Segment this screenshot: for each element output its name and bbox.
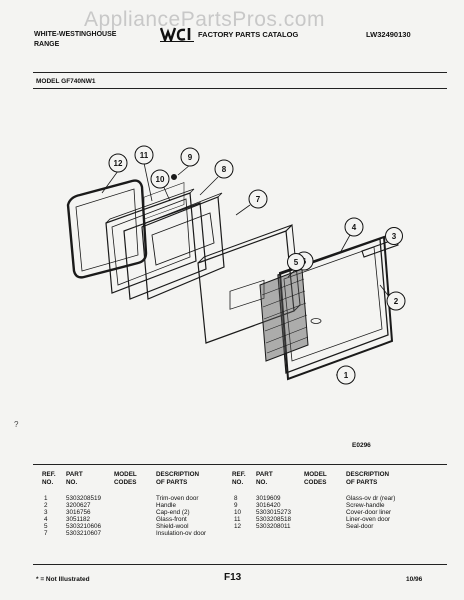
callout-label: 10: [156, 175, 165, 184]
table-cell-ref: 1: [44, 495, 48, 502]
model-rule: [33, 88, 447, 89]
model-number: MODEL GF740NW1: [36, 78, 96, 85]
exploded-door-diagram: 12 11 9 10 8 7 6 4 2 1: [66, 145, 406, 385]
table-cell-desc: Insulation-ov door: [156, 530, 207, 537]
table-cell-ref: 8: [234, 495, 238, 502]
callout-label: 11: [140, 151, 149, 160]
table-cell-part: 3019609: [256, 495, 281, 502]
page-number: F13: [224, 572, 242, 583]
model-header: MODEL CODES: [114, 471, 137, 486]
callout-10: 10: [150, 169, 170, 189]
wci-logo-icon: [159, 26, 194, 47]
watermark: AppliancePartsPros.com: [84, 8, 325, 31]
part-header: PART NO.: [66, 471, 83, 486]
callout-9: 9: [180, 147, 200, 167]
callout-label: 2: [394, 297, 399, 306]
callout-12: 12: [108, 153, 128, 173]
table-cell-part: 3200627: [66, 502, 91, 509]
table-cell-part: 5303015273: [256, 509, 292, 516]
table-cell-desc: Liner-oven door: [346, 516, 391, 523]
table-top-rule: [33, 464, 447, 465]
table-cell-desc: Trim-oven door: [156, 495, 199, 502]
footnote: * = Not Illustrated: [36, 576, 90, 583]
callout-2: 2: [386, 291, 406, 311]
table-cell-desc: Handle: [156, 502, 176, 509]
table-cell-ref: 3: [44, 509, 48, 516]
callout-label: 1: [344, 371, 349, 380]
table-cell-ref: 9: [234, 502, 238, 509]
revision-date: 10/96: [406, 576, 423, 583]
trim-frame-part: [278, 235, 394, 381]
table-cell-desc: Cap-end (2): [156, 509, 190, 516]
callout-3-overlay: 3: [385, 227, 403, 245]
cover-liner-part: [123, 202, 207, 300]
callout-label: 8: [222, 165, 227, 174]
wool-shield-part: [259, 268, 309, 362]
brand-block: WHITE-WESTINGHOUSE RANGE: [34, 30, 116, 50]
callout-1: 1: [336, 365, 356, 385]
table-bottom-rule: [33, 564, 447, 565]
table-cell-ref: 2: [44, 502, 48, 509]
callout-label: 5: [294, 258, 299, 267]
desc-header-right: DESCRIPTION OF PARTS: [346, 471, 390, 486]
table-cell-part: 5303210606: [66, 523, 102, 530]
desc-header: DESCRIPTION OF PARTS: [156, 471, 200, 486]
table-cell-desc: Shield-wool: [156, 523, 189, 530]
model-header-right: MODEL CODES: [304, 471, 327, 486]
ref-header-right: REF. NO.: [232, 471, 246, 486]
table-cell-ref: 7: [44, 530, 48, 537]
catalog-title: FACTORY PARTS CATALOG: [198, 30, 299, 39]
callout-4: 4: [344, 217, 364, 237]
callout-label: 9: [188, 153, 193, 162]
callout-label: 3: [392, 232, 397, 241]
callout-label: 12: [114, 159, 123, 168]
table-cell-part: 5303210607: [66, 530, 102, 537]
callout-11: 11: [134, 145, 154, 165]
callout-label: 4: [352, 223, 357, 232]
table-cell-part: 5303208518: [256, 516, 292, 523]
table-cell-ref: 10: [234, 509, 242, 516]
table-cell-desc: Cover-door liner: [346, 509, 392, 516]
table-cell-desc: Seal-door: [346, 523, 374, 530]
table-cell-ref: 11: [234, 516, 241, 523]
rear-glass-part: [141, 196, 225, 300]
table-cell-part: 3016756: [66, 509, 91, 516]
callout-7: 7: [248, 189, 268, 209]
ref-header: REF. NO.: [42, 471, 56, 486]
callout-5-overlay: 5: [287, 253, 305, 271]
table-cell-ref: 4: [44, 516, 48, 523]
table-cell-part: 3051182: [66, 516, 91, 523]
table-cell-part: 5303208519: [66, 495, 102, 502]
document-number: LW32490130: [366, 30, 411, 39]
handle-part: [361, 238, 399, 258]
table-cell-desc: Screw-handle: [346, 502, 385, 509]
table-cell-ref: 12: [234, 523, 242, 530]
table-cell-desc: Glass-front: [156, 516, 187, 523]
product-type: RANGE: [34, 41, 60, 48]
table-cell-part: 3016420: [256, 502, 281, 509]
door-liner-part: [105, 192, 197, 294]
callout-label: 7: [256, 195, 261, 204]
callout-8: 8: [214, 159, 234, 179]
brand-name: WHITE-WESTINGHOUSE: [34, 31, 117, 38]
header-rule: [33, 72, 447, 73]
door-seal-part: [66, 179, 148, 279]
part-header-right: PART NO.: [256, 471, 273, 486]
margin-mark: ?: [14, 420, 19, 429]
table-cell-part: 5303208011: [256, 523, 291, 530]
table-cell-desc: Glass-ov dr (rear): [346, 495, 396, 502]
figure-code: E0296: [352, 442, 371, 449]
table-cell-ref: 5: [44, 523, 48, 530]
